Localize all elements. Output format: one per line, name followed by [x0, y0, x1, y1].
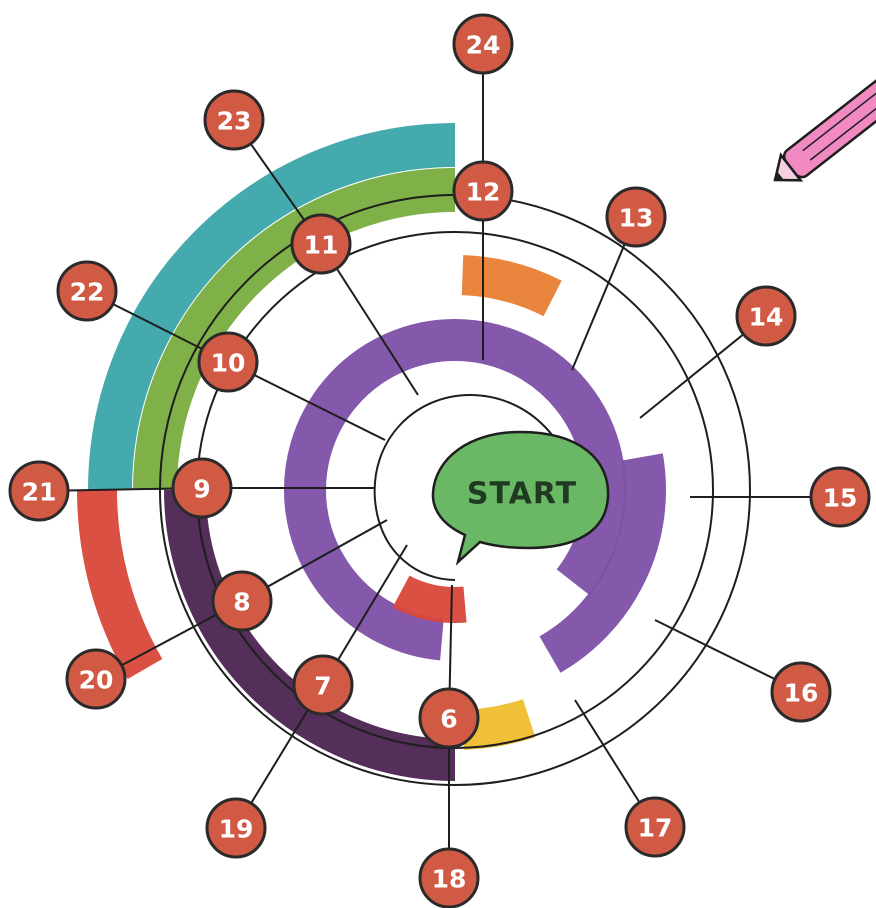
node-circle — [65, 648, 127, 710]
node-label: 7 — [314, 672, 331, 701]
node-circle — [452, 13, 514, 75]
red-arc-outer — [77, 489, 163, 679]
node-circle — [292, 654, 354, 716]
purple-arc — [284, 319, 626, 661]
inner-spiral-start — [373, 393, 576, 581]
node-8: 8 — [211, 570, 273, 632]
node-label: 18 — [432, 865, 467, 894]
node-label: 15 — [823, 484, 858, 513]
node-19: 19 — [205, 797, 267, 859]
node-circle — [418, 847, 480, 908]
node-label: 24 — [466, 31, 501, 60]
node-label: 23 — [217, 107, 252, 136]
diagram-nodes: 6 7 8 9 10 11 12 13 14 15 16 17 18 19 20 21 22 23 24 — [8, 13, 871, 908]
node-label: 22 — [70, 278, 105, 307]
node-12: 12 — [452, 160, 514, 222]
node-label: 6 — [440, 705, 457, 734]
node-label: 9 — [193, 475, 210, 504]
dark-purple-arc — [164, 489, 456, 781]
node-label: 14 — [749, 303, 784, 332]
green-arc — [133, 168, 456, 491]
pencil-icon — [773, 64, 876, 182]
red-arc-inner — [392, 575, 467, 623]
speech-bubble-icon — [431, 430, 610, 566]
node-23: 23 — [203, 89, 265, 151]
node-24: 24 — [452, 13, 514, 75]
node-circle — [8, 460, 70, 522]
node-20: 20 — [65, 648, 127, 710]
node-15: 15 — [809, 466, 871, 528]
node-label: 11 — [304, 231, 339, 260]
node-circle — [197, 331, 259, 393]
node-circle — [770, 661, 832, 723]
purple-arc-right — [539, 453, 666, 673]
node-22: 22 — [56, 260, 118, 322]
node-circle — [605, 186, 667, 248]
node-18: 18 — [418, 847, 480, 908]
orange-arc — [461, 255, 562, 317]
node-11: 11 — [290, 213, 352, 275]
node-circle — [624, 796, 686, 858]
node-circle — [452, 160, 514, 222]
node-circle — [211, 570, 273, 632]
node-circle — [809, 466, 871, 528]
node-label: 20 — [79, 666, 114, 695]
node-circle — [735, 285, 797, 347]
node-14: 14 — [735, 285, 797, 347]
node-circle — [171, 457, 233, 519]
node-9: 9 — [171, 457, 233, 519]
node-label: 12 — [466, 178, 501, 207]
node-label: 13 — [619, 204, 654, 233]
node-label: 8 — [233, 588, 250, 617]
node-circle — [203, 89, 265, 151]
teal-arc — [88, 123, 456, 491]
node-16: 16 — [770, 661, 832, 723]
node-circle — [205, 797, 267, 859]
node-7: 7 — [292, 654, 354, 716]
node-label: 19 — [219, 815, 254, 844]
node-label: 10 — [211, 349, 246, 378]
node-circle — [418, 687, 480, 749]
node-17: 17 — [624, 796, 686, 858]
start-bubble: START — [431, 430, 610, 566]
colored-arcs — [77, 123, 666, 781]
node-10: 10 — [197, 331, 259, 393]
node-21: 21 — [8, 460, 70, 522]
node-6: 6 — [418, 687, 480, 749]
node-label: 16 — [784, 679, 819, 708]
node-label: 17 — [638, 814, 673, 843]
node-label: 21 — [22, 478, 57, 507]
node-circle — [56, 260, 118, 322]
node-13: 13 — [605, 186, 667, 248]
node-circle — [290, 213, 352, 275]
start-label: START — [467, 477, 577, 512]
